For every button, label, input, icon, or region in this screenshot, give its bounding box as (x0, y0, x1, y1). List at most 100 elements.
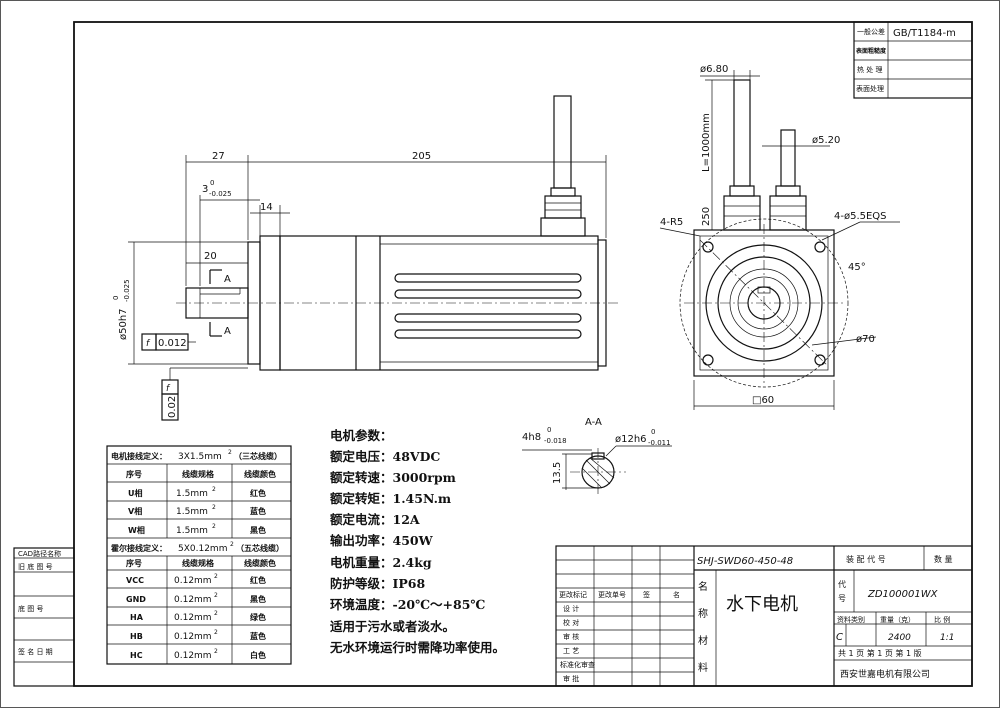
ratio-label: 比 例 (934, 615, 950, 624)
row-spec: 0.12mm (174, 613, 212, 623)
runout-symbol: f (146, 339, 151, 349)
param-line: 防护等级：IP68 (330, 576, 425, 591)
row-seq: V相 (128, 506, 142, 516)
dim-key-sub: -0.018 (544, 437, 567, 445)
dim-shaft-sub: -0.011 (648, 439, 671, 447)
design-label: 设 计 (563, 604, 579, 613)
row-seq: HB (130, 632, 143, 641)
row-spec-sup: 2 (214, 573, 218, 580)
rev-no-label: 更改单号 (598, 590, 626, 599)
left-record-strip: CAD路径名称 旧 底 图 号 底 图 号 签 名 日 期 (13, 547, 75, 687)
date-label: 名 (673, 590, 680, 599)
cooling-slot (394, 273, 582, 283)
general-tolerance-label: 一般公差 (857, 27, 885, 36)
cable (553, 95, 572, 189)
param-line: 环境温度：-20℃～+85℃ (330, 597, 485, 612)
dim-angle-45: 45° (848, 262, 866, 273)
cooling-slot (394, 329, 582, 339)
runout-value-1: 0.012 (158, 338, 187, 349)
approve-label: 审 批 (563, 674, 579, 683)
motor-row: W相 1.5mm 2 黑色 (128, 523, 266, 536)
dim-dia6-80: ø6.80 (700, 64, 728, 75)
runout-value-2: 0.02 (167, 396, 178, 418)
wiring-table: 电机接线定义： 3X1.5mm 2 （三芯线缆） 序号 线缆规格 线缆颜色 U相… (106, 445, 292, 665)
dim-dia50-sup: 0 (112, 296, 120, 300)
hall-cable-spec-sup: 2 (230, 541, 234, 548)
dim-sq60: □60 (752, 395, 774, 406)
section-a-a-view: A-A 4h8 0 -0.018 ø12h6 0 -0.011 13.5 (522, 417, 672, 496)
hall-row: VCC 0.12mm 2 红色 (126, 573, 266, 586)
title-block: 更改标记 更改单号 签 名 设 计 校 对 审 核 工 艺 标准化审查 审 批 … (555, 545, 973, 687)
row-spec-sup: 2 (212, 504, 216, 511)
name-label-2: 称 (698, 607, 708, 620)
weight-label: 重量（克） (880, 616, 915, 624)
ratio-value: 1:1 (940, 633, 954, 643)
row-color: 白色 (250, 650, 266, 660)
col-seq-hall: 序号 (126, 558, 142, 568)
general-tolerance-value: GB/T1184-m (893, 28, 956, 39)
row-spec-sup: 2 (214, 629, 218, 636)
col-spec: 线缆规格 (182, 469, 215, 479)
row-seq: HA (130, 613, 144, 622)
dim-4-holes: 4-ø5.5EQS (834, 211, 887, 222)
surface-roughness-label: 表面粗糙度 (855, 47, 887, 55)
param-line: 额定转速：3000rpm (330, 470, 456, 485)
col-color: 线缆颜色 (244, 469, 276, 479)
code-value: ZD100001WX (867, 589, 939, 600)
hall-row: HA 0.12mm 2 绿色 (130, 610, 266, 623)
param-line: 电机重量：2.4kg (330, 555, 432, 570)
row-seq: U相 (128, 488, 143, 498)
dim-dia50-sub: -0.025 (123, 279, 131, 302)
check-label: 校 对 (563, 618, 579, 627)
dim-14: 14 (260, 202, 273, 213)
param-line: 额定转矩：1.45N.m (330, 491, 451, 506)
code-label-2: 号 (838, 594, 846, 603)
section-title: A-A (585, 417, 602, 428)
sign-label: 签 (643, 590, 650, 599)
motor-parameters: 电机参数： 额定电压：48VDC 额定转速：3000rpm 额定转矩：1.45N… (329, 428, 505, 655)
material-label-2: 料 (698, 661, 708, 674)
row-spec: 1.5mm (176, 489, 208, 499)
row-spec: 0.12mm (174, 632, 212, 642)
dim-cable-length: L=1000mm (701, 113, 712, 172)
row-color: 蓝色 (250, 506, 266, 516)
row-spec: 0.12mm (174, 651, 212, 661)
std-check-label: 标准化审查 (560, 660, 595, 669)
cable-1 (733, 79, 751, 187)
motor-cable-spec: 3X1.5mm (178, 452, 222, 462)
row-color: 红色 (250, 488, 266, 498)
dim-dia50-base: ø50h7 (118, 308, 129, 340)
heat-treatment-label: 热 处 理 (857, 65, 882, 74)
dim-205: 205 (412, 151, 431, 162)
code-label-1: 代 (838, 579, 846, 589)
motor-front-view: ø6.80 ø5.20 L=1000mm 250 4-R5 4-ø5.5EQS … (659, 64, 900, 410)
row-spec: 0.12mm (174, 595, 212, 605)
col-color-hall: 线缆颜色 (244, 558, 276, 568)
dim-key-base: 4h8 (522, 432, 541, 443)
param-line: 无水环境运行时需降功率使用。 (329, 640, 505, 655)
section-mark-a-top: A (224, 274, 231, 285)
company-name: 西安世嘉电机有限公司 (840, 668, 930, 680)
rev-mark-label: 更改标记 (559, 590, 587, 599)
row-spec: 1.5mm (176, 526, 208, 536)
dim-shaft-sup: 0 (651, 428, 655, 436)
product-name: 水下电机 (726, 594, 798, 615)
hall-row: HB 0.12mm 2 蓝色 (130, 629, 266, 642)
drawing-frame (73, 21, 973, 687)
row-color: 黑色 (250, 525, 266, 535)
data-category-label: 资料类别 (837, 615, 865, 624)
hall-wiring-header: 霍尔接线定义： (111, 543, 167, 553)
dim-3-base: 3 (202, 184, 208, 195)
signature-date-label: 签 名 日 期 (18, 647, 53, 656)
review-label: 审 核 (563, 632, 579, 641)
dim-13-5: 13.5 (552, 462, 563, 484)
row-seq: GND (126, 595, 146, 604)
row-spec: 1.5mm (176, 507, 208, 517)
row-spec: 0.12mm (174, 576, 212, 586)
dim-key-sup: 0 (547, 426, 551, 434)
row-spec-sup: 2 (212, 486, 216, 493)
runout-symbol-2: f (166, 384, 171, 394)
row-color: 红色 (250, 575, 266, 585)
